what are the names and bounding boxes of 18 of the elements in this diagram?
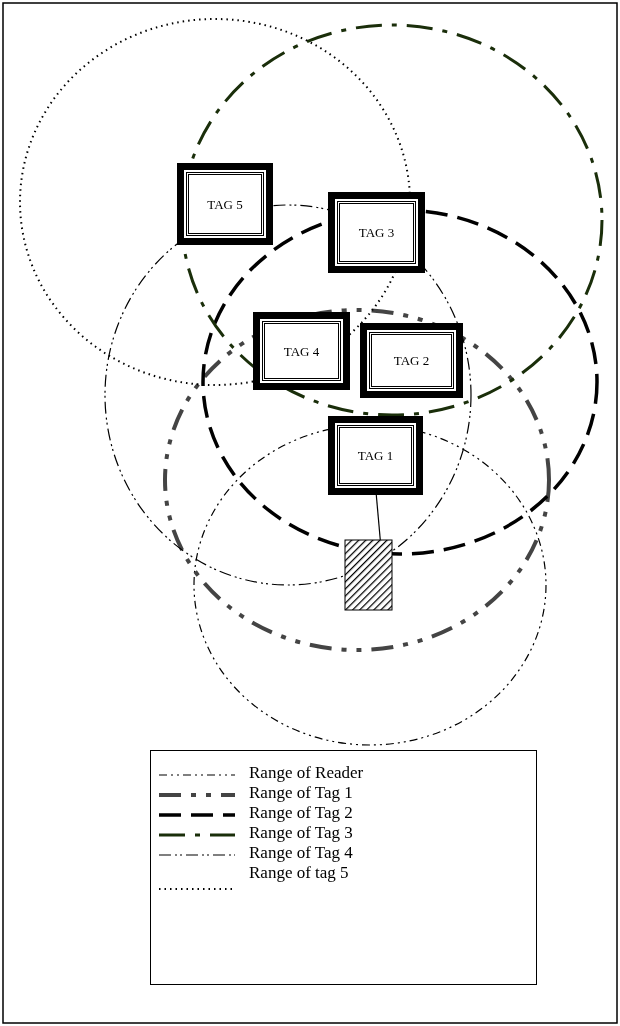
legend-text: Range of Tag 4 bbox=[249, 843, 353, 863]
tag-label: TAG 3 bbox=[357, 225, 396, 240]
legend-text: Range of tag 5 bbox=[249, 863, 349, 883]
reader-box bbox=[344, 539, 393, 611]
tag-box bbox=[177, 163, 273, 245]
tag-box bbox=[253, 312, 350, 390]
tag-label: TAG 5 bbox=[206, 196, 244, 212]
legend-text: Range of Tag 1 bbox=[249, 783, 353, 803]
tag-label: TAG 1 bbox=[356, 448, 395, 463]
legend-text: Range of Tag 3 bbox=[249, 823, 353, 843]
tag-box bbox=[360, 323, 463, 398]
tag-box bbox=[328, 192, 425, 273]
tag-label: TAG 4 bbox=[282, 343, 321, 359]
tag-label: TAG 2 bbox=[392, 353, 431, 368]
connector-line bbox=[375, 494, 381, 541]
legend-text: Range of Reader bbox=[249, 763, 364, 783]
legend-text: Range of Tag 2 bbox=[249, 803, 353, 823]
tag-box bbox=[328, 416, 423, 495]
